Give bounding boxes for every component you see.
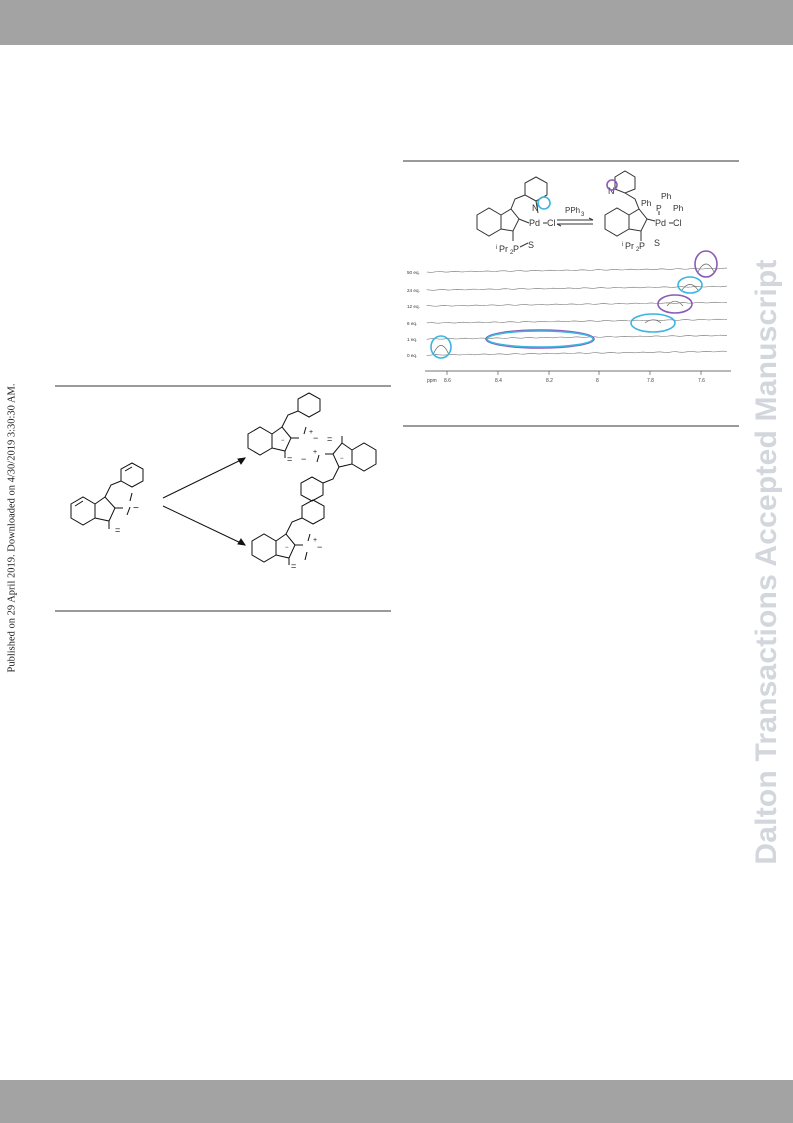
svg-text:P: P [513, 244, 519, 254]
spectrum-label: 0 eq. [407, 353, 417, 358]
publication-note-text: Published on 29 April 2019. Downloaded o… [6, 383, 18, 673]
svg-text:P: P [639, 241, 645, 251]
left-cl-label: Cl [547, 218, 556, 228]
spectrum-trace [426, 318, 728, 324]
monomer-minus-1: − [285, 545, 289, 551]
right-pd-label: Pd [655, 218, 666, 228]
right-ph1-label: Ph [641, 198, 652, 208]
dimer-plus-1: + [309, 429, 313, 436]
spectrum-peak [681, 284, 699, 291]
right-cl-label: Cl [673, 218, 682, 228]
svg-text:S: S [654, 238, 660, 248]
spectra-axis-unit: ppm [427, 378, 437, 384]
dimer-minus-3: − [301, 454, 306, 464]
spectrum-label: 12 eq. [407, 304, 420, 309]
equilibrium-arrows [556, 217, 594, 227]
spectrum-label: 24 eq. [407, 288, 420, 293]
spectrum-peak [644, 319, 662, 324]
spectrum-trace [426, 267, 728, 273]
left-n-label: N [532, 203, 539, 213]
dimer-dbl-1: = [327, 434, 332, 444]
left-complex-structure [476, 176, 548, 241]
spectrum-trace [426, 334, 728, 340]
svg-text:PPh: PPh [565, 206, 580, 215]
svg-text:i: i [496, 245, 497, 251]
dimer-minus-2: − [313, 433, 318, 443]
right-highlight-circle [606, 179, 618, 191]
spectrum-label: 50 eq. [407, 270, 420, 275]
right-p-label: P [656, 203, 662, 213]
axis-tick-label: 8 [596, 378, 599, 384]
ligand-double-bond-mark: = [115, 525, 120, 535]
dimer-minus-4: − [340, 456, 344, 462]
spectrum-trace [426, 350, 728, 356]
spectrum-trace [426, 285, 728, 291]
starting-ligand-structure [70, 462, 144, 529]
axis-tick-label: 8.2 [546, 378, 553, 384]
watermark-text: Dalton Transactions Accepted Manuscript [750, 259, 783, 865]
svg-text:Pr: Pr [499, 244, 508, 254]
monomer-plus: + [313, 537, 317, 544]
monomer-product-structure [251, 499, 325, 565]
highlight-ellipse [677, 276, 703, 294]
svg-text:i: i [622, 242, 623, 248]
spectra-highlights [430, 250, 718, 359]
right-ph3-label: Ph [673, 203, 684, 213]
watermark: Dalton Transactions Accepted Manuscript [744, 0, 790, 1123]
highlight-ellipse [486, 330, 594, 348]
dimer-product-structure [247, 392, 377, 502]
spectrum-peak [666, 300, 684, 307]
axis-tick-label: 8.6 [444, 378, 451, 384]
dimer-plus-2: + [313, 449, 317, 456]
spectra-ticks: 8.6 8.4 8.2 8 7.8 7.6 [444, 371, 705, 384]
svg-text:3: 3 [581, 212, 585, 218]
right-complex-structure [604, 170, 660, 241]
right-ph2-label: Ph [661, 191, 672, 201]
highlight-ellipse [630, 313, 676, 333]
highlight-ellipse [430, 335, 452, 359]
left-highlight-circle [537, 196, 551, 210]
axis-tick-label: 8.4 [495, 378, 502, 384]
svg-text:2: 2 [636, 247, 640, 253]
ligand-minus-mark: − [133, 503, 139, 514]
spectrum-trace [426, 301, 728, 307]
right-n-label: N [608, 186, 615, 196]
svg-text:Pr: Pr [625, 241, 634, 251]
spectrum-label: 1 eq. [407, 337, 417, 342]
publication-note: Published on 29 April 2019. Downloaded o… [0, 0, 24, 1123]
left-pd-label: Pd [529, 218, 540, 228]
monomer-minus-2: − [317, 542, 322, 552]
figure-right-bottom-rule [403, 425, 739, 427]
spectra-traces [426, 263, 728, 356]
figure-left: = − − + − = = + − − [70, 392, 377, 571]
highlight-ellipse [657, 294, 693, 314]
svg-text:2: 2 [510, 250, 514, 256]
left-ipr-label: i Pr 2 P S [496, 240, 534, 256]
figure-right-top-rule [403, 160, 739, 162]
header-bar [0, 0, 793, 45]
highlight-ellipse [694, 250, 718, 278]
figure-left-bottom-rule [55, 610, 391, 612]
dimer-dbl-2: = [287, 454, 292, 464]
monomer-dbl: = [291, 561, 296, 571]
axis-tick-label: 7.8 [647, 378, 654, 384]
reagent-label: PPh 3 [565, 206, 585, 218]
reaction-arrows [162, 457, 247, 546]
spectrum-peak [697, 263, 715, 273]
footer-bar [0, 1080, 793, 1123]
figure-left-top-rule [55, 385, 391, 387]
axis-tick-label: 7.6 [698, 378, 705, 384]
highlight-ellipse [485, 329, 595, 349]
spectrum-peak [432, 345, 450, 356]
spectrum-label: 6 eq. [407, 321, 417, 326]
figure-right: Pd Cl N i Pr 2 P S PPh 3 N Ph Ph Ph P Pd… [407, 170, 731, 384]
right-ipr-label: i Pr 2 P S [622, 238, 660, 253]
spectra-labels: 50 eq. 24 eq. 12 eq. 6 eq. 1 eq. 0 eq. [407, 270, 420, 358]
svg-text:S: S [528, 240, 534, 250]
dimer-minus-1: − [281, 438, 285, 444]
